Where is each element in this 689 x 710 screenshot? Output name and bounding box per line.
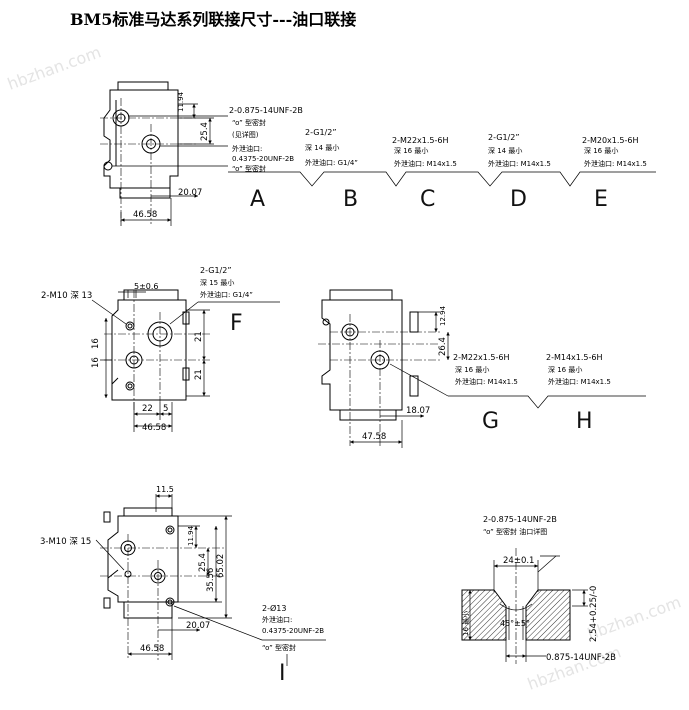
note-text: “o” 型密封 [232,118,266,127]
dim-label: 16 [91,357,101,368]
option-line: 外泄油口: G1/4” [305,158,358,167]
port-line: 2-G1/2” [200,266,232,275]
option-letter: A [250,187,265,212]
dim-label: 20.07 [178,188,202,198]
option-line: 深 16 最小 [584,146,618,155]
dim-label: 65.02 [216,554,226,578]
option-line: 深 16 最小 [548,365,582,374]
option-letter: F [230,311,243,336]
dim-label: 16 [91,338,101,349]
dim-label: 11.94 [187,525,195,546]
option-letter: D [510,187,527,212]
port-line: 外泄油口: G1/4” [200,290,253,299]
dim-label: 47.58 [362,432,386,442]
watermark: hbzhan.com [585,592,684,643]
dim-label: 26.4 [438,337,448,356]
option-line: 外泄油口: M14x1.5 [455,377,518,386]
dim-label: 12.94 [439,305,447,326]
view-gh-drawing [318,289,646,448]
watermark: hbzhan.com [5,42,104,93]
option-line: 外泄油口: M14x1.5 [394,159,457,168]
dim-label: 5±0.6 [134,282,159,291]
detail-port-section [461,548,588,664]
dim-label: 46.58 [142,423,166,433]
note-text: “o” 型密封 [232,164,266,173]
port-line: 0.4375-20UNF-2B [262,627,324,635]
option-line: 2-G1/2” [305,128,337,137]
option-line: 深 14 最小 [305,143,339,152]
dim-label: 25.4 [198,553,208,572]
port-line: “o” 型密封 [262,643,296,652]
watermark: hbzhan.com [525,642,624,693]
dim-label: 2.54+0.25/-0 [589,586,599,642]
option-letter: I [279,661,286,686]
port-line: 外泄油口: [262,615,292,624]
option-letter: G [482,409,499,434]
option-line: 2-M20x1.5-6H [582,136,639,145]
note-text: 0.4375-20UNF-2B [232,155,294,163]
page-title: BM5标准马达系列联接尺寸---油口联接 [70,10,357,29]
dim-label: 11.5 [156,485,174,494]
bolt-label: 2-M10 深 13 [41,291,92,301]
option-letter: E [594,187,608,212]
port-line: 2-Ø13 [262,603,286,613]
dim-label: 11.94 [177,91,185,112]
dim-label: 46.58 [133,210,157,220]
bottom-label: 0.875-14UNF-2B [546,653,616,663]
dim-label: 22 [142,404,153,414]
dim-label: 16 最小 [461,611,470,636]
note-text: 2-0.875-14UNF-2B [229,106,303,115]
option-line: 深 16 最小 [394,146,428,155]
option-line: 外泄油口: M14x1.5 [584,159,647,168]
option-line: 2-M22x1.5-6H [453,353,510,362]
dim-label: 5 [163,404,168,414]
dim-label: 18.07 [406,406,430,416]
dim-label: 45°±5° [500,619,530,628]
note-text: (见详图) [232,130,259,139]
port-line: 深 15 最小 [200,278,234,287]
dim-label: 24±0.1 [503,556,534,566]
view-1-port-drawing [100,81,656,226]
option-line: 2-G1/2” [488,133,520,142]
option-line: 深 16 最小 [455,365,489,374]
option-letter: H [576,409,593,434]
option-line: 2-M14x1.5-6H [546,353,603,362]
dim-label: 25.4 [200,122,210,141]
dim-label: 21 [194,369,204,380]
option-letter: B [343,187,358,212]
view-f-drawing [91,289,280,432]
dim-label: 20.07 [186,621,210,631]
option-line: 深 14 最小 [488,146,522,155]
bolt-label: 3-M10 深 15 [40,537,91,547]
dim-label: 21 [194,331,204,342]
note-text: 外泄油口: [232,144,262,153]
option-line: 外泄油口: M14x1.5 [548,377,611,386]
detail-header: 2-0.875-14UNF-2B [483,515,557,524]
option-letter: C [420,187,435,212]
view-i-drawing [95,494,326,660]
option-line: 2-M22x1.5-6H [392,136,449,145]
option-line: 外泄油口: M14x1.5 [488,159,551,168]
detail-header: “o” 型密封 油口详图 [483,527,547,536]
dim-label: 46.58 [140,644,164,654]
dim-label: 35.56 [206,568,216,592]
